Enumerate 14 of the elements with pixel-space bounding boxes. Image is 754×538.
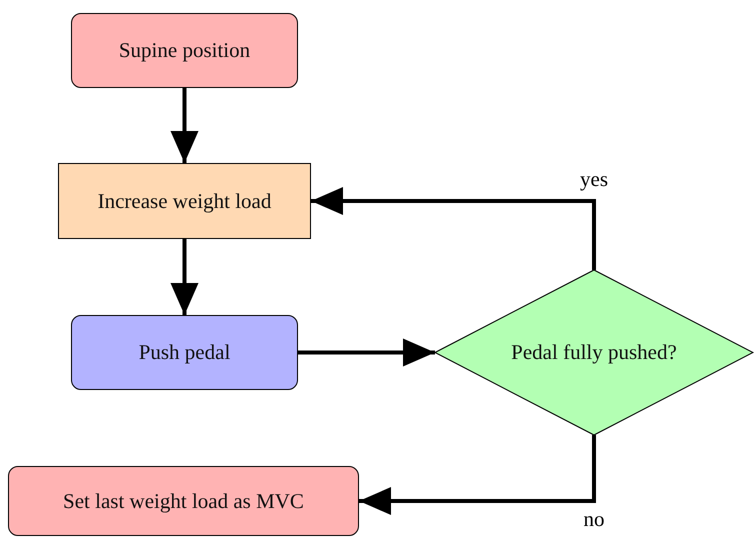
node-label: Push pedal — [138, 340, 230, 365]
node-label: Increase weight load — [98, 188, 272, 214]
arrow — [170, 239, 198, 315]
end-box — [8, 466, 359, 536]
process-box — [71, 315, 298, 390]
node-label: Supine position — [118, 38, 250, 63]
process-box — [58, 163, 311, 239]
arrow — [170, 88, 198, 163]
node-label: Pedal fully pushed? — [511, 340, 677, 365]
arrow — [311, 187, 596, 270]
arrow — [298, 338, 435, 366]
node-label: Set last weight load as MVC — [63, 488, 304, 514]
arrow — [359, 435, 596, 515]
start-box — [71, 13, 298, 88]
